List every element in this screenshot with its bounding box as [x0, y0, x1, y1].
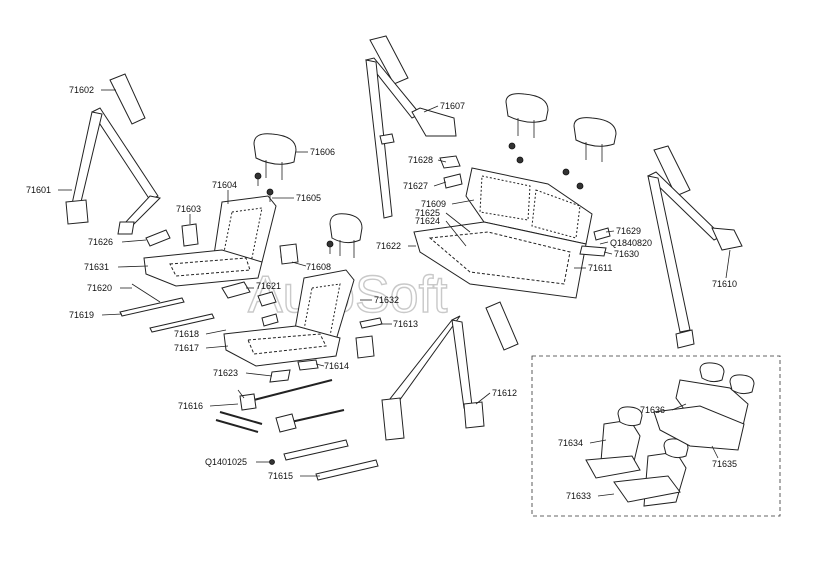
seat-rails-71619: [119, 283, 215, 333]
label-71631: 71631: [84, 262, 109, 272]
label-71630: 71630: [614, 249, 639, 259]
label-Q1840820: Q1840820: [610, 238, 652, 248]
label-71614: 71614: [324, 361, 349, 371]
label-71628: 71628: [408, 155, 433, 165]
front-left-seat-belt: [65, 73, 162, 235]
leader-lines: [58, 89, 731, 497]
label-71620: 71620: [87, 283, 112, 293]
label-71632: 71632: [374, 295, 399, 305]
rear-center-seat-belt: [365, 35, 457, 219]
label-71609: 71609: [421, 199, 446, 209]
label-71626: 71626: [88, 237, 113, 247]
variant-inset-box: [531, 355, 781, 517]
label-71634: 71634: [558, 438, 583, 448]
label-71615: 71615: [268, 471, 293, 481]
label-71608: 71608: [306, 262, 331, 272]
label-71607: 71607: [440, 101, 465, 111]
label-71623: 71623: [213, 368, 238, 378]
rear-right-seat-belt: [647, 145, 743, 349]
label-71629: 71629: [616, 226, 641, 236]
label-Q1401025: Q1401025: [205, 457, 247, 467]
label-71624: 71624: [415, 216, 440, 226]
recliner-71603: [181, 223, 199, 247]
adjuster-rods-71616: [215, 379, 345, 433]
label-71604: 71604: [212, 180, 237, 190]
front-seat-lower: [223, 269, 355, 367]
front-seat-upper: [143, 195, 277, 287]
label-71635: 71635: [712, 459, 737, 469]
label-71610: 71610: [712, 279, 737, 289]
label-71618: 71618: [174, 329, 199, 339]
label-71622: 71622: [376, 241, 401, 251]
seat-rails-71615: [269, 439, 379, 481]
label-71613: 71613: [393, 319, 418, 329]
label-71606: 71606: [310, 147, 335, 157]
label-71621: 71621: [256, 281, 281, 291]
fastener: [266, 188, 274, 196]
part-labels: 71602 71601 71626 71603 71604 71606 7160…: [26, 85, 737, 501]
rear-headrest-left: [505, 93, 549, 138]
fastener: [254, 172, 262, 180]
label-71601: 71601: [26, 185, 51, 195]
label-71625: 71625: [415, 208, 440, 218]
label-71633: 71633: [566, 491, 591, 501]
inset-seat-71633: [613, 438, 689, 507]
label-71605: 71605: [296, 193, 321, 203]
inset-bench-71635: [653, 362, 755, 451]
label-71616: 71616: [178, 401, 203, 411]
front-right-seat-belt: [381, 301, 519, 441]
recliner-right: [279, 243, 299, 265]
label-71619: 71619: [69, 310, 94, 320]
label-71627: 71627: [403, 181, 428, 191]
handle-71621: [221, 281, 251, 299]
rear-headrest-right: [573, 117, 617, 162]
headrest-71608: [329, 213, 363, 258]
headrest-71606: [253, 133, 297, 180]
label-71602: 71602: [69, 85, 94, 95]
label-71603: 71603: [176, 204, 201, 214]
buckle-71626: [145, 229, 171, 247]
label-71612: 71612: [492, 388, 517, 398]
label-71636: 71636: [640, 405, 665, 415]
inset-seat-71634: [585, 406, 643, 479]
label-71611: 71611: [588, 263, 612, 273]
label-71617: 71617: [174, 343, 199, 353]
